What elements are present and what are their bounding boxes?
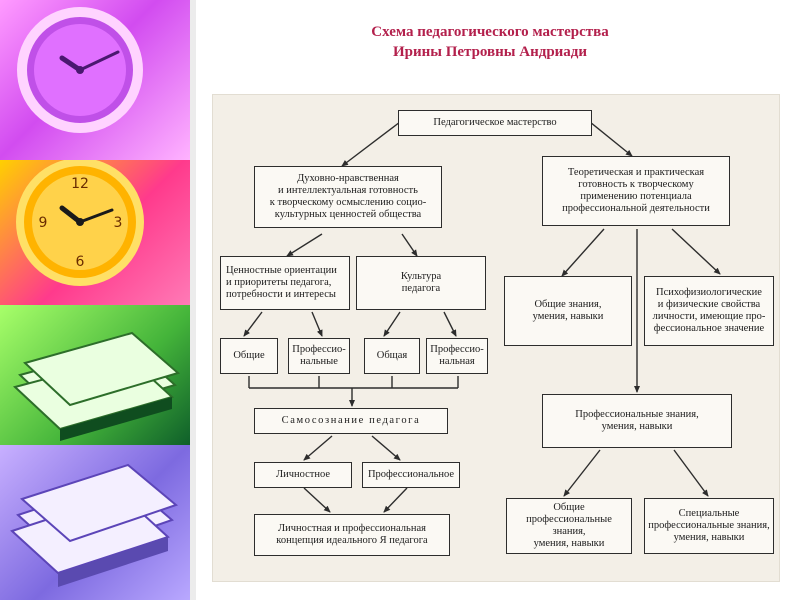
svg-text:6: 6 (76, 254, 85, 270)
node-special-professional-knowledge: Специальные профессиональные знания, уме… (644, 498, 774, 554)
node-professional-3: Профессиональное (362, 462, 460, 488)
node-pedagogical-mastery: Педагогическое мастерство (398, 110, 592, 136)
clock-purple-icon (17, 7, 143, 133)
svg-text:12: 12 (71, 176, 89, 192)
node-professional-2: Професcио- нальная (426, 338, 488, 374)
mastery-diagram: Педагогическое мастерство Духовно-нравст… (212, 94, 780, 582)
node-general-2: Общая (364, 338, 420, 374)
svg-text:9: 9 (39, 215, 48, 231)
clock-orange-icon: 12 3 6 9 (16, 160, 144, 286)
node-value-orientations: Ценностные ориентации и приоритеты педаг… (220, 256, 350, 310)
title-line-1: Схема педагогического мастерства (371, 24, 609, 40)
decorative-image-strip: 12 3 6 9 (0, 0, 190, 600)
node-professional-knowledge: Профессиональные знания, умения, навыки (542, 394, 732, 448)
book-stack-icon (10, 463, 179, 587)
book-stack-icon (12, 331, 181, 441)
clock-purple-image (0, 0, 190, 160)
title-line-2: Ирины Петровны Андриади (392, 44, 588, 60)
node-teacher-culture: Культура педагога (356, 256, 486, 310)
clock-orange-image: 12 3 6 9 (0, 160, 190, 305)
node-personal: Личностное (254, 462, 352, 488)
page-title: Схема педагогического мастерства Ирины П… (230, 22, 750, 62)
node-professional-1: Професcио- нальные (288, 338, 350, 374)
divider (190, 0, 196, 600)
svg-text:3: 3 (114, 215, 123, 231)
node-self-awareness: Самосознание педагога (254, 408, 448, 434)
node-general-1: Общие (220, 338, 278, 374)
node-spiritual-readiness: Духовно-нравственная и интеллектуальная … (254, 166, 442, 228)
diagram-connectors (243, 121, 721, 513)
books-purple-image (0, 445, 190, 600)
node-general-knowledge: Общие знания, умения, навыки (504, 276, 632, 346)
node-theoretical-practical-readiness: Теоретическая и практическая готовность … (542, 156, 730, 226)
books-green-image (0, 305, 190, 445)
node-psychophysiological: Психофизиологические и физические свойст… (644, 276, 774, 346)
node-general-professional-knowledge: Общие профессиональные знания, умения, н… (506, 498, 632, 554)
node-ideal-self-concept: Личностная и профессиональная концепция … (254, 514, 450, 556)
